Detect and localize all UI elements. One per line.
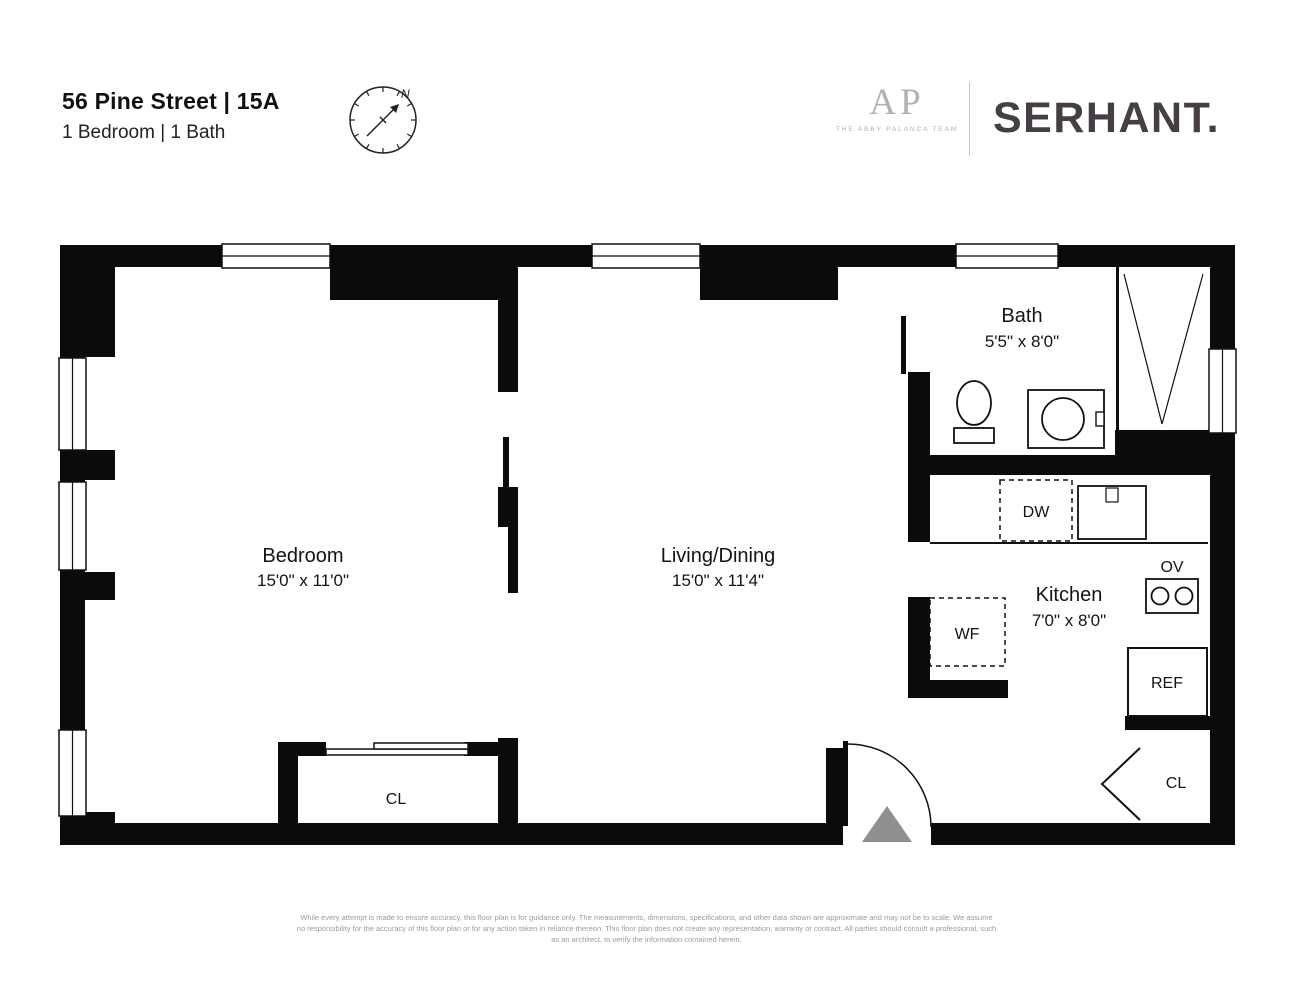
ap-monogram: AP <box>869 82 925 123</box>
entry-closet-bifold-door <box>1100 747 1141 821</box>
wall-bedroom-upper <box>498 267 518 392</box>
wall-closet-top-left <box>278 742 326 756</box>
closet-sliding-door-front <box>325 748 469 756</box>
bedroom-closet-label: CL <box>386 791 407 808</box>
wall-below-ref <box>1125 716 1235 730</box>
interior-walls <box>278 267 1235 823</box>
entry-door-swing-arc <box>847 743 932 828</box>
column-top-left <box>60 245 115 357</box>
wall-shower-partition <box>1116 267 1119 430</box>
dishwasher-box <box>999 479 1073 542</box>
washer-box <box>929 597 1006 667</box>
kitchen-fixtures <box>929 479 1208 717</box>
page-title: 56 Pine Street | 15A <box>62 88 280 114</box>
wall-block-living-top <box>700 245 838 300</box>
toilet-tank <box>953 427 995 444</box>
refrigerator-box <box>1127 647 1208 717</box>
kitchen-label: Kitchen <box>1036 584 1103 606</box>
window-living-top <box>591 243 701 269</box>
entry-door-leaf <box>843 741 848 826</box>
column-left-lower <box>60 572 115 600</box>
wall-bottom <box>60 823 1235 845</box>
wall-right <box>1210 245 1235 845</box>
wall-entry-stub <box>826 748 843 823</box>
kitchen-dims: 7'0" x 8'0" <box>1032 611 1106 630</box>
oven-label: OV <box>1160 559 1183 576</box>
column-left-mid <box>60 450 115 480</box>
wall-bath-bottom <box>908 455 1235 475</box>
compass-needle <box>366 104 399 137</box>
living-dining-dims: 15'0" x 11'4" <box>672 571 764 590</box>
title-block: 56 Pine Street | 15A 1 Bedroom | 1 Bath <box>62 88 280 144</box>
wall-kitchen-bottom <box>908 680 1008 698</box>
compass-ticks <box>350 87 416 153</box>
bedroom-label: Bedroom <box>262 545 343 567</box>
window-left-2 <box>58 481 87 571</box>
ap-team-line: THE ABBY PALANCA TEAM <box>833 126 961 133</box>
bedroom-door-leaf <box>503 437 509 487</box>
washer-label: WF <box>955 626 980 643</box>
bath-door-leaf <box>901 316 906 374</box>
serhant-logo: SERHANT. <box>993 94 1221 142</box>
windows <box>58 243 1237 817</box>
brand-divider <box>969 82 970 156</box>
wall-block-bedroom-top <box>330 245 512 300</box>
room-labels: Bedroom 15'0" x 11'0" Living/Dining 15'0… <box>257 305 1186 808</box>
vanity-faucet-icon <box>1095 411 1105 427</box>
shower-glass-line-left <box>1123 273 1163 425</box>
wall-under-shower <box>1115 430 1235 457</box>
sink-basin-icon <box>1041 397 1085 441</box>
window-bath-top <box>955 243 1059 269</box>
wall-bath-left <box>908 372 930 458</box>
kitchen-faucet-icon <box>1105 487 1119 503</box>
wall-kitchen-left-upper <box>908 475 930 542</box>
compass-icon: N <box>349 86 417 154</box>
wall-bedroom-thin <box>508 527 518 593</box>
shower-glass-line-right <box>1161 273 1204 425</box>
refrigerator-label: REF <box>1151 675 1183 692</box>
window-bedroom-top <box>221 243 331 269</box>
compass-north-label: N <box>401 87 410 101</box>
burner-left-icon <box>1150 586 1170 606</box>
page-subtitle: 1 Bedroom | 1 Bath <box>62 122 226 143</box>
window-left-3 <box>58 729 87 817</box>
bath-label: Bath <box>1001 305 1042 327</box>
wall-closet-left <box>278 742 298 823</box>
team-name-text: THE ABBY PALANCA TEAM <box>835 126 959 133</box>
wall-bedroom-mid <box>498 487 518 527</box>
ap-team-logo: AP THE ABBY PALANCA TEAM <box>833 84 961 133</box>
living-dining-label: Living/Dining <box>661 545 776 567</box>
burner-right-icon <box>1174 586 1194 606</box>
column-bottom-left <box>60 812 115 845</box>
dishwasher-label: DW <box>1023 504 1051 521</box>
bath-dims: 5'5" x 8'0" <box>985 332 1059 351</box>
closet-sliding-door-back <box>373 742 469 750</box>
wall-closet-top-right <box>464 742 498 756</box>
wall-bedroom-lower <box>498 738 518 823</box>
window-right-1 <box>1208 348 1237 434</box>
window-left-1 <box>58 357 87 451</box>
toilet-icon <box>956 380 992 426</box>
bedroom-dims: 15'0" x 11'0" <box>257 571 349 590</box>
wall-kitchen-left-lower <box>908 597 930 697</box>
disclaimer-text: While every attempt is made to ensure ac… <box>296 912 997 945</box>
bath-fixtures <box>953 273 1204 449</box>
entry-direction-triangle <box>862 806 912 842</box>
entry-closet-label: CL <box>1166 775 1187 792</box>
doors <box>325 316 1141 846</box>
